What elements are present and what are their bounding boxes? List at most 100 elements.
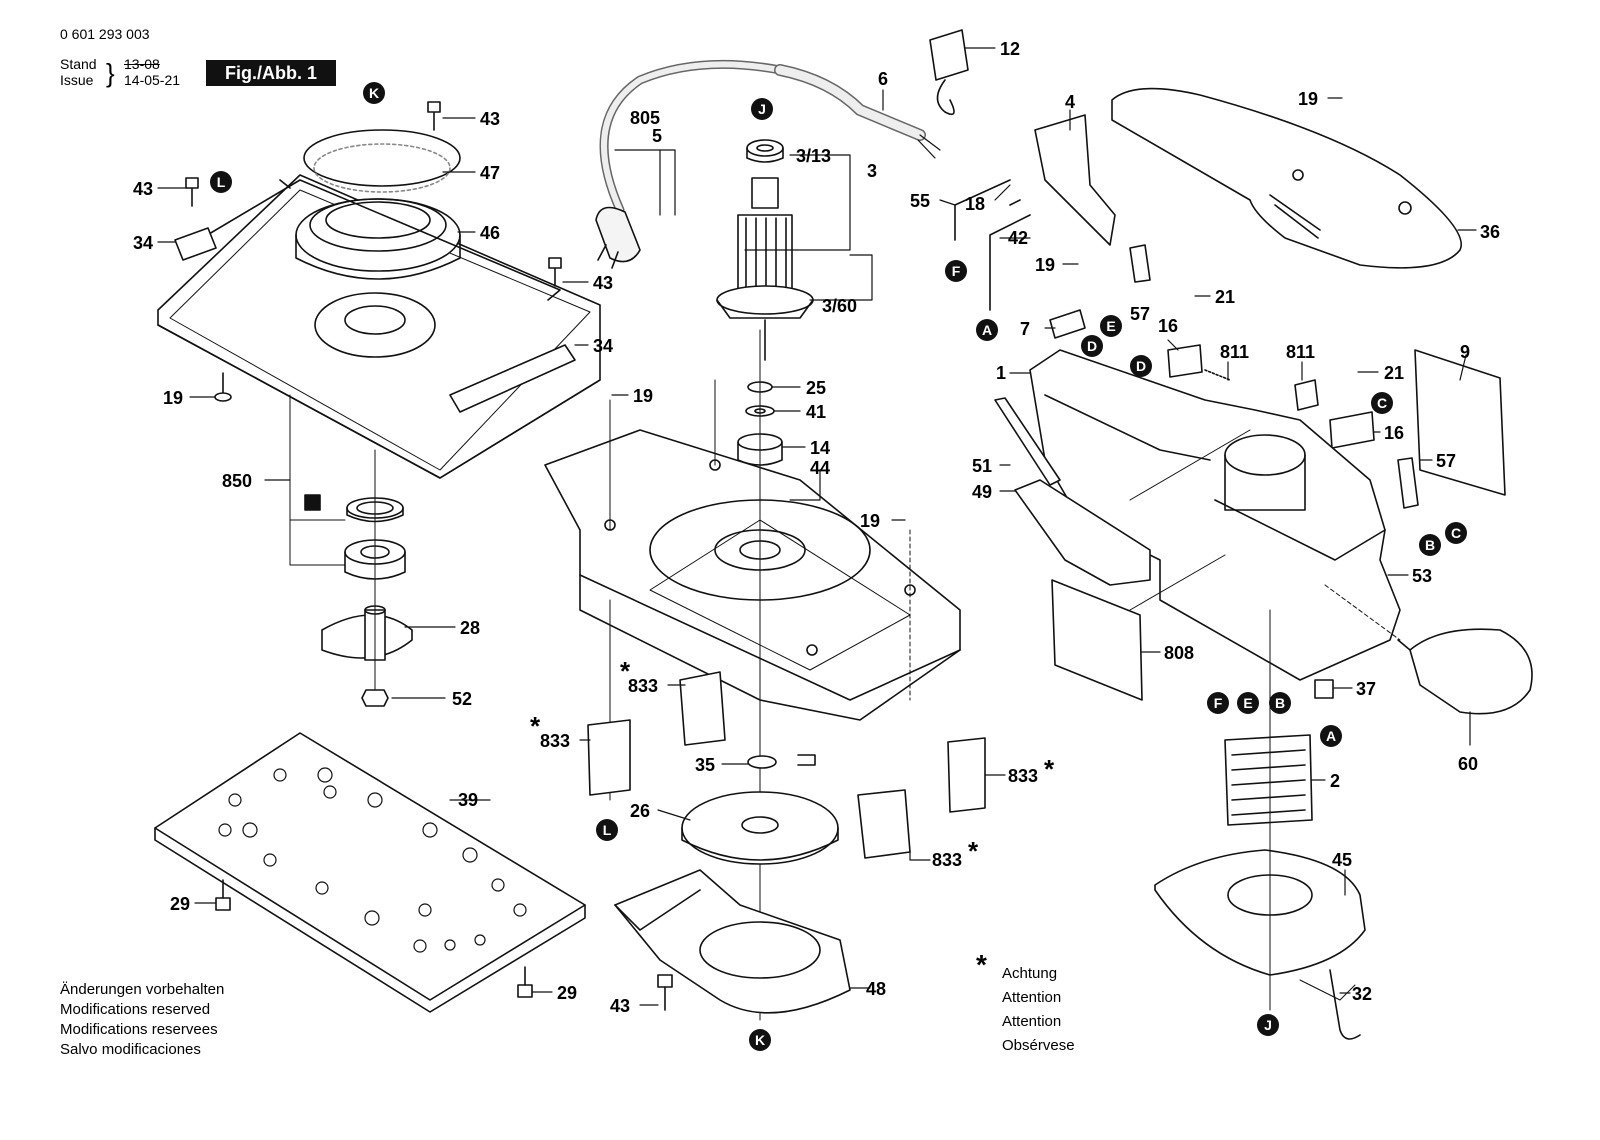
base-frame-plate [157, 174, 601, 479]
part-label: 45 [1332, 850, 1352, 870]
svg-text:A: A [1326, 728, 1336, 744]
part-label: 14 [810, 438, 830, 458]
part-label: 29 [170, 894, 190, 914]
dust-port-60 [1314, 628, 1533, 715]
part-label: 41 [806, 402, 826, 422]
attention-star-icon: * [1044, 754, 1055, 784]
cylindrical-pin [174, 227, 576, 413]
marker-c-icon: C [1371, 392, 1393, 414]
marker-d-icon: D [1081, 335, 1103, 357]
part-label: 16 [1158, 316, 1178, 336]
armature [716, 139, 814, 361]
svg-text:L: L [217, 174, 226, 190]
attention-star-icon: * [968, 836, 979, 866]
fan-cover-48 [614, 869, 851, 1014]
part-label: 28 [460, 618, 480, 638]
part-label: 25 [806, 378, 826, 398]
part-label: 3 [867, 161, 877, 181]
part-label: 5 [652, 126, 662, 146]
part-label: 3/13 [796, 146, 831, 166]
marker-l-icon: L [596, 819, 618, 841]
part-label: 811 [1220, 342, 1249, 362]
part-label: 60 [1458, 754, 1478, 774]
attention-star-icon: * [530, 711, 541, 741]
marker-a-icon: A [976, 319, 998, 341]
attention-en: Attention [1002, 989, 1062, 1006]
svg-text:B: B [1425, 537, 1435, 553]
brush-holders [1049, 244, 1419, 509]
brace-icon: } [106, 58, 115, 88]
svg-text:E: E [1243, 695, 1252, 711]
part-label: 833 [540, 731, 570, 751]
marker-j-icon: J [751, 98, 773, 120]
svg-text:D: D [1087, 338, 1097, 354]
svg-text:L: L [603, 822, 612, 838]
modifications-en: Modifications reserved [60, 1001, 211, 1018]
svg-text:E: E [1106, 318, 1115, 334]
part-label: 833 [628, 676, 658, 696]
marker-e-icon: E [1237, 692, 1259, 714]
svg-text:F: F [1214, 695, 1223, 711]
part-label: 51 [972, 456, 992, 476]
part-label: 19 [860, 511, 880, 531]
spacers-833 [587, 671, 986, 859]
part-label: 21 [1384, 363, 1404, 383]
modifications-fr: Modifications reservees [60, 1021, 218, 1038]
part-label: 37 [1356, 679, 1376, 699]
screw-43 [185, 101, 562, 402]
part-label: 833 [1008, 766, 1038, 786]
part-label: 7 [1020, 319, 1030, 339]
part-label: 48 [866, 979, 886, 999]
issue-date: 14-05-21 [124, 72, 181, 88]
part-label: 43 [610, 996, 630, 1016]
part-label: 43 [133, 179, 153, 199]
part-label: 16 [1384, 423, 1404, 443]
part-label: 833 [932, 850, 962, 870]
bearing-stack [304, 494, 406, 580]
rating-plate-808 [1051, 579, 1143, 701]
motor-housing-44 [544, 429, 961, 721]
label-plate-9 [1414, 349, 1506, 496]
issue-label: Issue [60, 72, 94, 88]
bottom-cover-45 [1154, 849, 1366, 1040]
part-label: 53 [1412, 566, 1432, 586]
svg-text:B: B [1275, 695, 1285, 711]
marker-b-icon: B [1269, 692, 1291, 714]
part-label: 57 [1436, 451, 1456, 471]
part-label: 19 [633, 386, 653, 406]
screw-29 [215, 879, 533, 998]
marker-j-icon: J [1257, 1014, 1279, 1036]
screw-43-lower [657, 974, 673, 1011]
part-label: 32 [1352, 984, 1372, 1004]
part-label: 19 [1298, 89, 1318, 109]
marker-d-icon: D [1130, 355, 1152, 377]
pad-ring [295, 129, 461, 358]
part-label: 29 [557, 983, 577, 1003]
part-label: 35 [695, 755, 715, 775]
marker-k-icon: K [749, 1029, 771, 1051]
part-label: 805 [630, 108, 660, 128]
part-label: 47 [480, 163, 500, 183]
part-label: 52 [452, 689, 472, 709]
svg-text:F: F [952, 263, 961, 279]
attention-fr: Attention [1002, 1013, 1062, 1030]
svg-text:C: C [1451, 525, 1461, 541]
marker-b-icon: B [1419, 534, 1441, 556]
stand-label: Stand [60, 56, 97, 72]
part-label: 34 [593, 336, 613, 356]
part-label: 44 [810, 458, 830, 478]
svg-text:C: C [1377, 395, 1387, 411]
reference-markers: K L J L K F A D E D C B C F E B A J [210, 82, 1467, 1051]
spring-clip-wire [181, 179, 561, 301]
cable-clamps-51-49 [994, 397, 1151, 586]
part-label: 42 [1008, 228, 1028, 248]
part-label: 36 [1480, 222, 1500, 242]
part-label: 43 [593, 273, 613, 293]
part-label: 26 [630, 801, 650, 821]
part-label: 1 [996, 363, 1006, 383]
part-label: 34 [133, 233, 153, 253]
document-number: 0 601 293 003 [60, 26, 150, 42]
field-coil-2 [1224, 734, 1313, 826]
